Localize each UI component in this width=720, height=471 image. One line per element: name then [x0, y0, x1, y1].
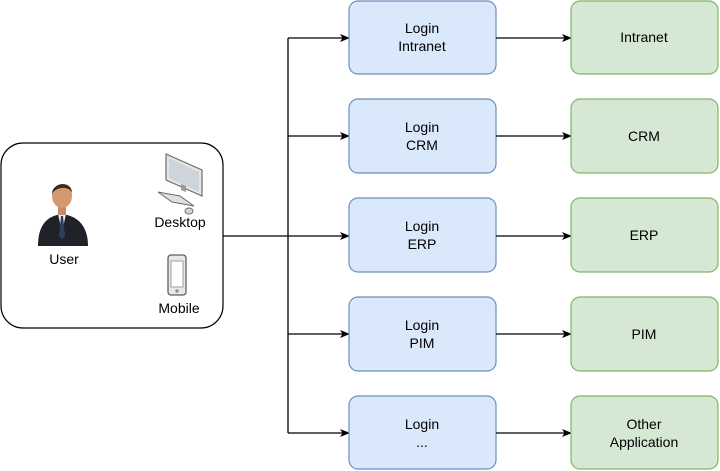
login-box-line2: Intranet [398, 38, 446, 54]
login-box-line1: Login [405, 218, 439, 234]
app-box-line1: Other [626, 416, 661, 432]
login-box-line2: ... [416, 434, 428, 450]
app-box-label: CRM [628, 128, 660, 144]
mobile-label: Mobile [158, 300, 199, 316]
mobile-phone-icon [167, 254, 187, 296]
app-box-crm[interactable]: CRM [570, 98, 719, 174]
app-box-label: ERP [630, 227, 659, 243]
login-box-pim[interactable]: Login PIM [348, 296, 497, 372]
login-box-intranet[interactable]: Login Intranet [348, 0, 497, 75]
app-arrows [496, 34, 572, 437]
app-box-intranet[interactable]: Intranet [570, 0, 719, 75]
connector-trunk [223, 38, 289, 433]
login-box-other[interactable]: Login ... [348, 395, 497, 470]
login-box-line2: ERP [408, 236, 437, 252]
user-label: User [49, 251, 79, 267]
login-box-line2: CRM [406, 137, 438, 153]
login-box-line1: Login [405, 317, 439, 333]
login-box-line2: PIM [410, 335, 435, 351]
app-box-erp[interactable]: ERP [570, 197, 719, 273]
login-box-crm[interactable]: Login CRM [348, 98, 497, 174]
login-box-line1: Login [405, 416, 439, 432]
app-box-label: PIM [632, 326, 657, 342]
user-icon [38, 184, 88, 246]
login-box-erp[interactable]: Login ERP [348, 197, 497, 273]
app-box-line2: Application [610, 434, 679, 450]
login-box-line1: Login [405, 119, 439, 135]
desktop-label: Desktop [154, 214, 206, 230]
app-box-label: Intranet [620, 29, 668, 45]
app-box-pim[interactable]: PIM [570, 296, 719, 372]
login-box-line1: Login [405, 20, 439, 36]
app-box-other-application[interactable]: Other Application [570, 395, 719, 470]
desktop-icon [157, 153, 203, 215]
branch-arrows [288, 34, 350, 437]
